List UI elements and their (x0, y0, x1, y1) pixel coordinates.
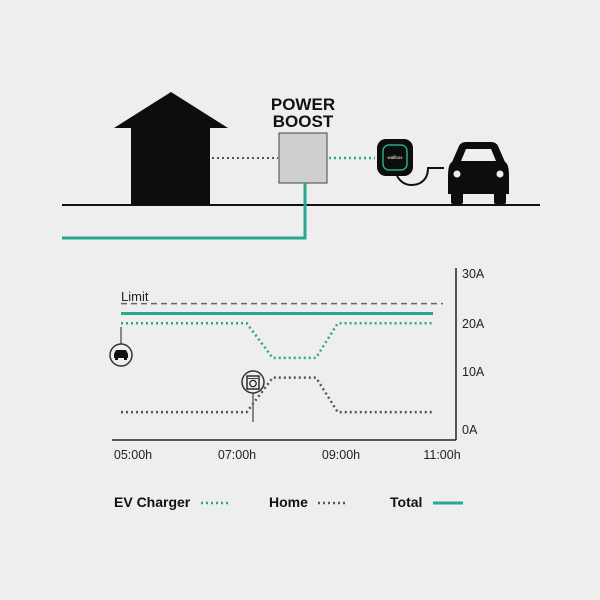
car-icon (448, 142, 509, 204)
power-boost-label-line1: POWER (271, 95, 335, 114)
legend-ev-charger-label: EV Charger (114, 494, 191, 510)
y-tick-label: 10A (462, 365, 485, 379)
series-home-line (121, 376, 433, 414)
house-icon (114, 92, 228, 205)
y-tick-label: 0A (462, 423, 478, 437)
power-boost-box (278, 132, 328, 184)
chart: Limit 30A 20A 10A 0A 05:00h 07:00h 09:00… (109, 267, 485, 462)
y-tick-label: 20A (462, 317, 485, 331)
power-boost-label-line2: BOOST (273, 112, 334, 131)
ev-marker (109, 327, 133, 367)
x-tick-label: 07:00h (218, 448, 256, 462)
washing-machine-icon (246, 375, 260, 390)
legend-home-label: Home (269, 494, 308, 510)
wallbox-charger-icon: wallbox (377, 139, 413, 176)
charger-logo: wallbox (387, 155, 403, 160)
x-tick-label: 11:00h (423, 448, 460, 462)
legend: EV Charger Home Total (114, 494, 463, 510)
grid-supply-line (62, 183, 307, 240)
x-tick-label: 09:00h (322, 448, 360, 462)
limit-label: Limit (121, 289, 149, 304)
charging-cable (396, 167, 444, 186)
home-appliance-marker (241, 370, 265, 422)
car-icon (114, 350, 128, 360)
series-ev-charger-line (121, 322, 433, 360)
x-tick-label: 05:00h (114, 448, 152, 462)
y-tick-label: 30A (462, 267, 485, 281)
legend-total-label: Total (390, 494, 422, 510)
